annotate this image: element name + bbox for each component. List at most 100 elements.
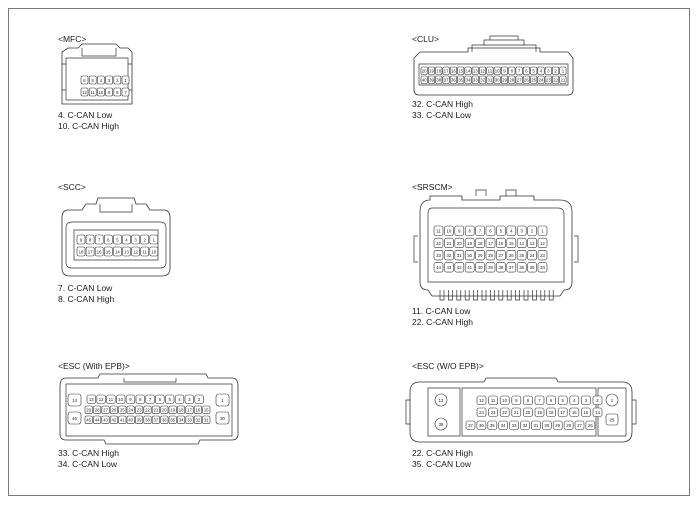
pin-scc-6: 6 (104, 234, 113, 245)
svg-text:33: 33 (187, 418, 192, 423)
connector-srscm-inner (427, 207, 565, 283)
pin-esc-noepb-1: 1 (605, 393, 619, 407)
svg-text:16: 16 (97, 249, 102, 254)
connector-esc-noepb-side-bays (427, 387, 627, 437)
svg-text:35: 35 (530, 265, 535, 270)
pin-mfc-2: 2 (113, 75, 122, 85)
pin-clu-12: 12 (479, 66, 487, 75)
svg-text:23: 23 (491, 410, 496, 415)
pin-clu-10: 10 (493, 66, 501, 75)
pin-esc-noepb-23: 23 (488, 407, 498, 417)
svg-text:9: 9 (108, 90, 111, 95)
svg-text:19: 19 (537, 410, 542, 415)
svg-text:4: 4 (178, 397, 181, 402)
pin-srscm-43: 43 (444, 262, 454, 273)
pin-esc-epb-19: 19 (168, 405, 177, 414)
svg-text:2: 2 (531, 229, 534, 234)
svg-text:10: 10 (99, 90, 104, 95)
svg-text:1: 1 (153, 237, 156, 242)
svg-text:2: 2 (554, 69, 557, 74)
pin-esc-epb-40: 40 (126, 415, 135, 424)
svg-text:23: 23 (137, 408, 142, 413)
pin-clu-36: 36 (449, 75, 457, 84)
pin-label-esc-noepb-1: 22. C-CAN High (412, 448, 473, 458)
connector-esc-epb-inner (65, 383, 233, 437)
svg-text:4: 4 (573, 398, 576, 403)
svg-text:22: 22 (553, 78, 558, 83)
svg-text:21: 21 (514, 410, 519, 415)
svg-text:27: 27 (103, 408, 108, 413)
svg-text:24: 24 (128, 408, 133, 413)
svg-text:1: 1 (562, 69, 565, 74)
svg-text:38: 38 (436, 78, 441, 83)
pin-esc-epb-33: 33 (185, 415, 194, 424)
pin-esc-epb-34: 34 (177, 415, 186, 424)
pin-esc-noepb-34: 34 (498, 420, 509, 430)
pin-srscm-5: 5 (496, 225, 506, 236)
pin-label-clu-1: 32. C-CAN High (412, 99, 473, 109)
pin-clu-23: 23 (544, 75, 552, 84)
svg-text:10: 10 (118, 397, 123, 402)
pin-srscm-41: 41 (464, 262, 475, 273)
pin-clu-26: 26 (522, 75, 530, 84)
svg-text:11: 11 (491, 398, 496, 403)
pin-esc-noepb-14: 14 (592, 407, 603, 417)
svg-text:41: 41 (467, 265, 472, 270)
svg-text:12: 12 (479, 398, 484, 403)
pin-srscm-37: 37 (506, 262, 517, 273)
pin-srscm-39: 39 (485, 262, 496, 273)
pin-srscm-3: 3 (516, 225, 527, 236)
pin-scc-14: 14 (113, 246, 122, 257)
svg-text:10: 10 (502, 398, 507, 403)
pin-esc-epb-36: 36 (160, 415, 169, 424)
svg-text:8: 8 (527, 398, 530, 403)
pin-srscm-40: 40 (475, 262, 485, 273)
pin-clu-19: 19 (427, 66, 435, 75)
pin-mfc-4: 4 (97, 75, 105, 85)
pin-esc-epb-46: 46 (67, 411, 82, 425)
pin-label-clu-2: 33. C-CAN Low (412, 110, 472, 120)
pin-esc-noepb-8: 8 (523, 395, 533, 405)
svg-text:17: 17 (88, 249, 93, 254)
svg-text:22: 22 (436, 241, 441, 246)
svg-text:38: 38 (499, 265, 504, 270)
pin-esc-noepb-32: 32 (520, 420, 530, 430)
svg-text:20: 20 (162, 408, 167, 413)
svg-text:36: 36 (162, 418, 167, 423)
pin-srscm-31: 31 (454, 250, 465, 261)
pin-esc-epb-23: 23 (135, 405, 144, 414)
svg-text:32: 32 (447, 253, 452, 258)
svg-text:9: 9 (80, 237, 83, 242)
svg-text:18: 18 (549, 410, 554, 415)
pin-esc-noepb-35: 35 (487, 420, 498, 430)
pin-esc-noepb-10: 10 (499, 395, 510, 405)
pin-esc-noepb-15: 15 (581, 407, 591, 417)
pin-esc-noepb-28: 28 (563, 420, 574, 430)
pin-label-scc-1: 7. C-CAN Low (58, 283, 113, 293)
svg-text:21: 21 (447, 241, 452, 246)
svg-text:17: 17 (444, 69, 449, 74)
connector-scc-inner (65, 221, 167, 269)
pin-label-scc-2: 8. C-CAN High (58, 294, 115, 304)
svg-text:1: 1 (611, 398, 614, 403)
pin-clu-18: 18 (435, 66, 443, 75)
pin-clu-20: 20 (420, 66, 428, 75)
pin-srscm-24: 24 (527, 250, 537, 261)
pin-srscm-10: 10 (444, 225, 454, 236)
svg-text:38: 38 (439, 422, 444, 427)
connector-title-mfc: <MFC> (58, 34, 87, 44)
pin-label-esc-epb-2: 34. C-CAN Low (58, 459, 118, 469)
pin-esc-noepb-30: 30 (541, 420, 552, 430)
svg-text:7: 7 (149, 397, 152, 402)
pin-esc-epb-10: 10 (116, 394, 126, 404)
svg-text:29: 29 (502, 78, 507, 83)
svg-text:16: 16 (572, 410, 577, 415)
pin-esc-epb-21: 21 (151, 405, 160, 414)
pin-esc-noepb-11: 11 (488, 395, 498, 405)
pin-esc-noepb-18: 18 (546, 407, 556, 417)
connector-scc-latch (99, 204, 133, 213)
svg-text:13: 13 (530, 241, 535, 246)
svg-text:46: 46 (72, 416, 77, 421)
pin-clu-15: 15 (457, 66, 465, 75)
